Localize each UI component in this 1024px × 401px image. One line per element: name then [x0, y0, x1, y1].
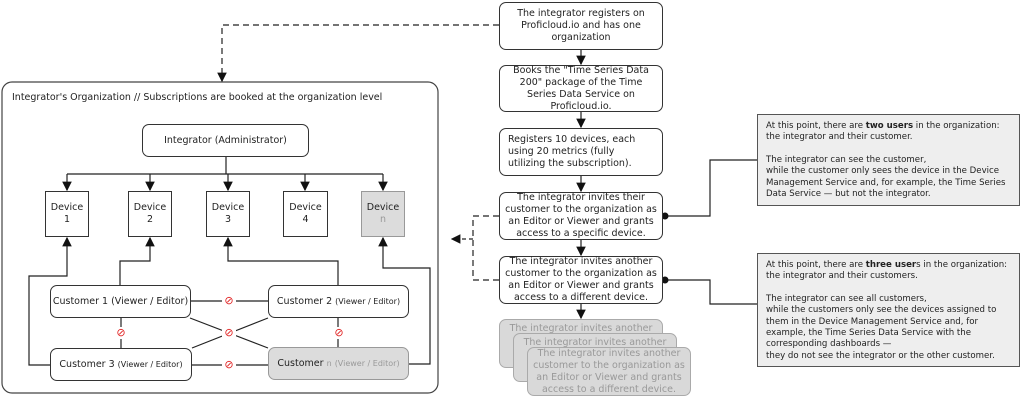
note-text: while the customers only see the devices… [766, 305, 997, 350]
device-number: 3 [224, 214, 232, 225]
device-label: Device [50, 202, 84, 213]
note-bold: two users [865, 121, 914, 131]
note-text: At this point, there are [766, 121, 866, 131]
eye-slash-icon: ⊘ [332, 327, 346, 339]
note-text: in the organization: [913, 121, 1000, 131]
note-text: At this point, there are [766, 260, 866, 270]
flow-step-3: Registers 10 devices, each using 20 metr… [499, 128, 663, 176]
customer-name: Customer [277, 357, 324, 369]
flow-step-4: The integrator invites their customer to… [499, 192, 663, 240]
flow-step-5: The integrator invites another customer … [499, 256, 663, 304]
note-text: The integrator can see all customers, [766, 293, 927, 304]
customer-n: Customer n (Viewer / Editor) [268, 347, 409, 380]
flow-step-2: Books the "Time Series Data 200" package… [499, 65, 663, 112]
customer-1: Customer 1 (Viewer / Editor) [50, 285, 191, 318]
integrator-node: Integrator (Administrator) [142, 124, 309, 157]
eye-slash-icon: ⊘ [222, 359, 236, 371]
customer-name: Customer 1 [52, 295, 109, 307]
device-label: Device [289, 202, 322, 213]
customer-number: n [326, 358, 332, 368]
customer-name: Customer 2 [276, 295, 333, 307]
note-two-users: At this point, there are two users in th… [757, 114, 1020, 206]
device-number: n [379, 214, 387, 225]
note-text: the integrator and their customers. [766, 271, 918, 282]
customer-role: (Viewer / Editor) [334, 358, 400, 368]
customer-name: Customer 3 [59, 358, 115, 370]
customer-3: Customer 3 (Viewer / Editor) [50, 348, 192, 381]
eye-slash-icon: ⊘ [222, 327, 236, 339]
device-number: 4 [302, 214, 309, 225]
note-bold: three user [865, 260, 917, 270]
device-number: 1 [63, 214, 71, 225]
device-label: Device [211, 202, 245, 213]
note-text: while the customer only sees the device … [766, 166, 1006, 200]
customer-role: (Viewer / Editor) [117, 359, 183, 369]
org-title: Integrator's Organization // Subscriptio… [12, 92, 383, 103]
note-text: The integrator can see the customer, [766, 154, 927, 165]
customer-2: Customer 2 (Viewer / Editor) [268, 285, 409, 318]
device-label: Device [366, 202, 400, 213]
eye-slash-icon: ⊘ [114, 327, 128, 339]
eye-slash-icon: ⊘ [222, 295, 236, 307]
note-text: s in the organization: [916, 260, 1008, 270]
flow-step-1: The integrator registers on Proficloud.i… [499, 2, 663, 50]
device-label: Device [133, 202, 167, 213]
customer-role: (Viewer / Editor) [335, 296, 401, 306]
note-text: the integrator and their customer. [766, 132, 913, 143]
ghost-step: The integrator invites another customer … [527, 347, 691, 396]
note-three-users: At this point, there are three users in … [757, 253, 1020, 367]
customer-role: (Viewer / Editor) [111, 295, 189, 307]
note-text: they do not see the integrator or the ot… [766, 350, 995, 361]
device-number: 2 [146, 214, 154, 225]
